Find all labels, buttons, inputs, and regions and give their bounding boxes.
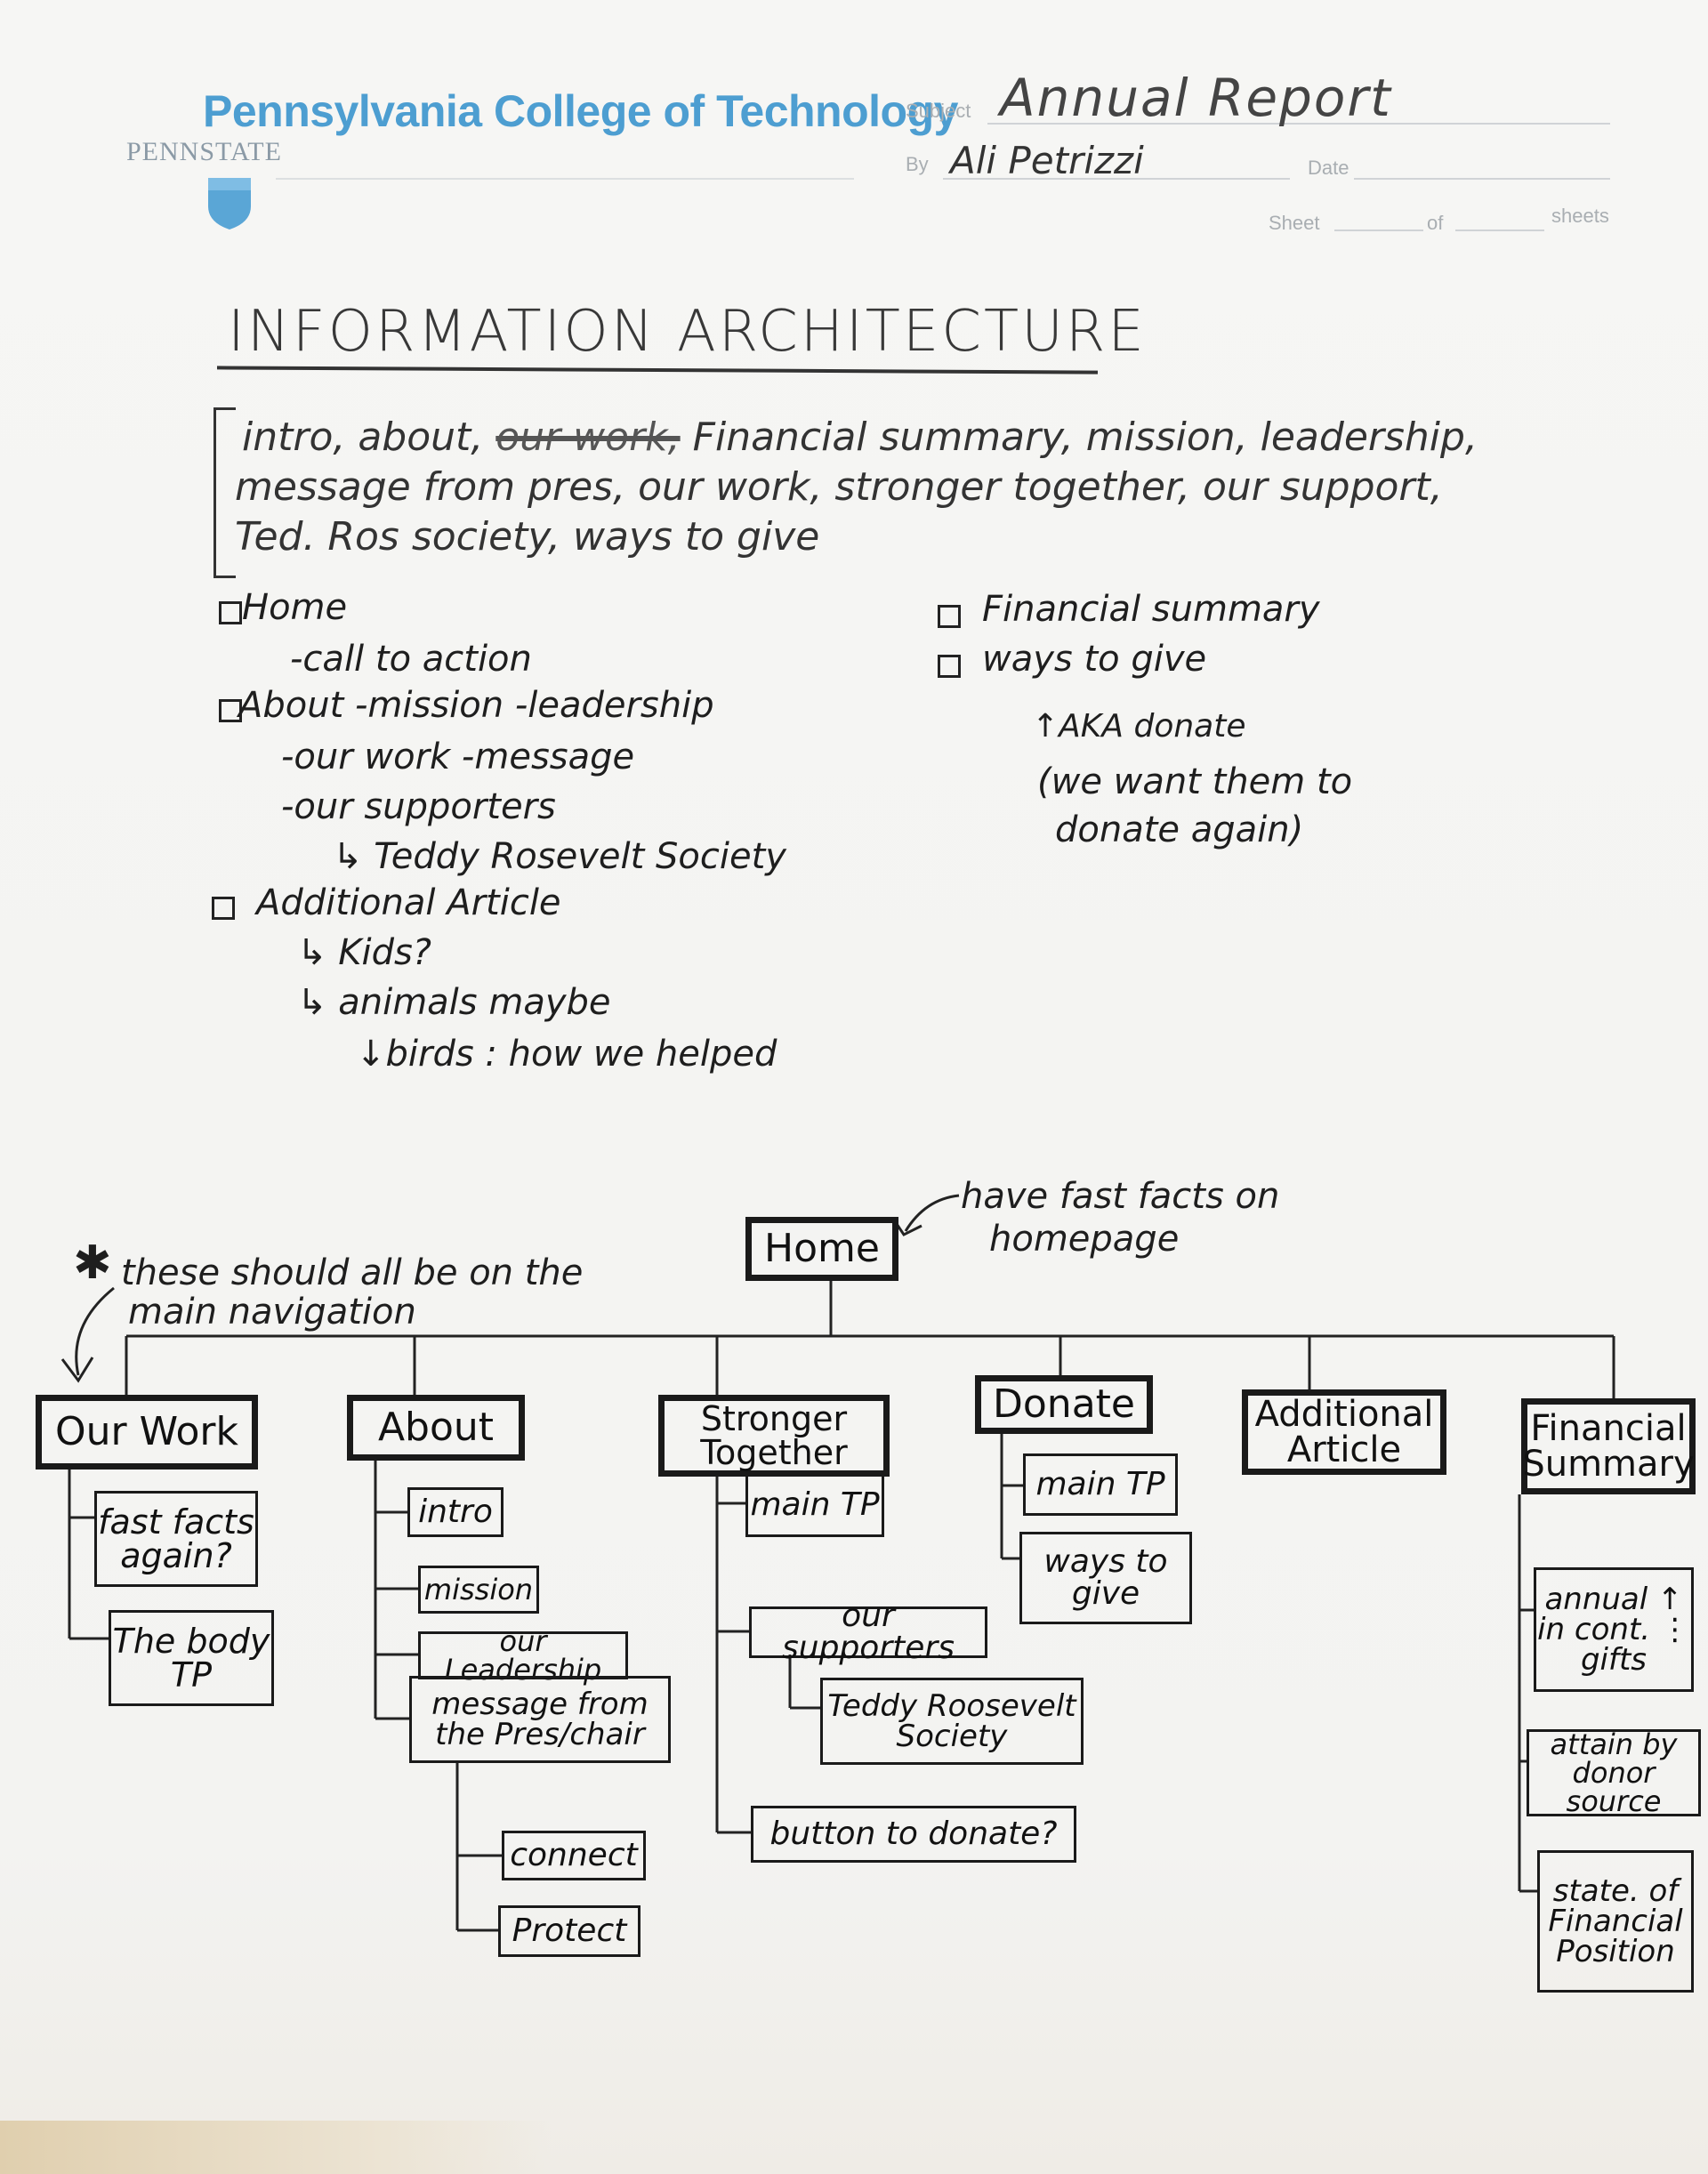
outline-item: ↳ animals maybe [297,982,611,1023]
sitemap-node-about: About [347,1395,525,1461]
sitemap-node-annual-gifts: annual ↑ in cont. ⋮ gifts [1534,1567,1694,1692]
checkbox-about [219,699,242,722]
date-line [1354,178,1610,180]
sitemap-node-donate-main-tp: main TP [1023,1453,1178,1516]
sitemap-node-teddy-roosevelt-society: Teddy Roosevelt Society [820,1678,1084,1765]
sitemap-node-message-from-pres: message from the Pres/chair [409,1676,671,1763]
outline-item: donate again) [1055,809,1304,850]
institution-name: Pennsylvania College of Technology [203,86,958,136]
home-note-line-1: have fast facts on [961,1176,1280,1217]
date-label: Date [1308,157,1349,179]
header-rule [276,178,854,180]
intro-line-1b: Financial summary, mission, leadership, [692,415,1478,460]
home-note-line-2: homepage [989,1219,1180,1260]
checkbox-additional [212,897,235,920]
checkbox-financial [938,605,961,628]
sheets-label: sheets [1551,205,1609,227]
sitemap-node-our-supporters: our supporters [749,1600,987,1664]
sitemap-node-home: Home [745,1217,898,1281]
of-label: of [1427,212,1444,234]
outline-item: About -mission -leadership [238,685,714,726]
by-line [943,178,1290,180]
star-icon: ✱ [73,1236,112,1290]
subject-line [987,123,1610,125]
page-title: INFORMATION ARCHITECTURE [228,299,1147,365]
table-corner [0,2121,552,2174]
penn-state-shield-icon [208,178,251,229]
sheet-label: Sheet [1269,212,1320,234]
outline-item: ways to give [982,639,1207,680]
sitemap-node-ways-to-give: ways to give [1019,1532,1192,1624]
outline-item: (we want them to [1037,761,1353,802]
of-line [1455,229,1544,231]
sitemap-node-intro: intro [407,1487,504,1537]
nav-note-line-2: main navigation [128,1292,416,1333]
intro-line-2: message from pres, our work, stronger to… [235,464,1443,510]
outline-item: Home [242,587,348,628]
outline-item: Additional Article [256,882,561,923]
sitemap-node-mission: mission [418,1566,539,1614]
nav-note-line-1: these should all be on the [121,1252,584,1293]
sitemap-node-button-to-donate: button to donate? [751,1806,1076,1863]
intro-line-3: Ted. Ros society, ways to give [235,514,820,560]
intro-line-1a: intro, about, [242,415,484,460]
sitemap-node-additional-article: Additional Article [1242,1389,1446,1475]
subject-value: Annual Report [1000,68,1392,128]
penn-state-wordmark: PENNSTATE [126,137,282,166]
sitemap-node-financial-position: state. of Financial Position [1537,1850,1694,1993]
checkbox-home [219,601,242,624]
by-label: By [906,153,929,175]
outline-item: ↳ Teddy Rosevelt Society [333,836,786,877]
sheet-line [1334,229,1423,231]
outline-item: Financial summary [982,589,1320,630]
outline-item: ↑AKA donate [1032,708,1246,745]
sitemap-node-body-tp: The body TP [109,1610,274,1706]
outline-item: -call to action [290,639,532,680]
sitemap-node-main-tp: main TP [745,1473,884,1537]
sitemap-node-stronger-together: Stronger Together [658,1395,890,1477]
outline-item: ↳ Kids? [297,932,432,973]
checkbox-ways [938,655,961,678]
sitemap-node-financial-summary: Financial Summary [1521,1398,1696,1494]
intro-bracket [214,407,236,578]
sitemap-node-donor-source: attain by donor source [1527,1729,1701,1816]
sitemap-node-donate: Donate [975,1375,1153,1434]
sitemap-node-our-work: Our Work [36,1395,258,1469]
outline-item: -our work -message [281,737,635,777]
by-value: Ali Petrizzi [950,139,1144,182]
subject-label: Subject [906,100,971,122]
sitemap-node-our-leadership: our Leadership [418,1627,628,1684]
sitemap-node-connect: connect [502,1831,646,1880]
outline-item: ↓birds : how we helped [356,1034,777,1075]
intro-line-1: intro, about, our work, Financial summar… [242,415,1478,460]
intro-struck: our work, [495,415,681,460]
sitemap-node-fast-facts: fast facts again? [94,1491,258,1587]
sitemap-node-protect: Protect [498,1905,640,1957]
outline-item: -our supporters [281,786,556,827]
